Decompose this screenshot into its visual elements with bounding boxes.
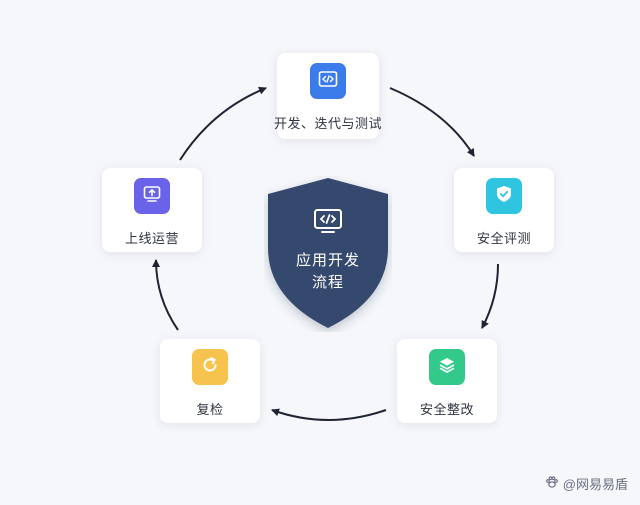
step-card-develop: 开发、迭代与测试: [274, 53, 383, 139]
watermark: @网易易盾: [545, 474, 628, 493]
step-label: 安全整改: [419, 402, 474, 417]
step-label: 安全评测: [476, 231, 531, 246]
arrow-launch-to-dev: [179, 86, 267, 161]
refresh-icon: [200, 355, 220, 380]
step-label: 上线运营: [124, 231, 179, 246]
center-shield: [268, 178, 388, 328]
step-card-recheck: 复检: [160, 339, 260, 423]
arrow-eval-to-fix: [481, 263, 499, 329]
center-title-line2: 流程: [311, 274, 344, 291]
layers-icon: [437, 355, 457, 380]
center-title: 应用开发 流程: [264, 250, 392, 294]
arrow-recheck-to-launch: [152, 259, 179, 331]
step-card-security-evaluation: 安全评测: [454, 168, 554, 252]
paw-icon: [545, 475, 559, 492]
upload-monitor-icon: [142, 184, 162, 209]
step-card-security-remediation: 安全整改: [397, 339, 497, 423]
step-label: 开发、迭代与测试: [274, 116, 383, 131]
step-tile-develop: [310, 63, 346, 99]
step-tile-security-evaluation: [486, 178, 522, 214]
step-tile-security-remediation: [429, 349, 465, 385]
watermark-text: @网易易盾: [562, 477, 628, 492]
step-tile-recheck: [192, 349, 228, 385]
step-tile-launch-operations: [134, 178, 170, 214]
arrow-dev-to-eval: [389, 87, 475, 157]
step-label: 复检: [196, 402, 224, 417]
code-window-icon: [318, 69, 338, 94]
step-card-launch-operations: 上线运营: [102, 168, 202, 252]
center-title-line1: 应用开发: [295, 252, 360, 269]
shield-check-icon: [494, 184, 514, 209]
arrow-fix-to-recheck: [271, 408, 387, 421]
code-window-icon: [313, 208, 343, 239]
